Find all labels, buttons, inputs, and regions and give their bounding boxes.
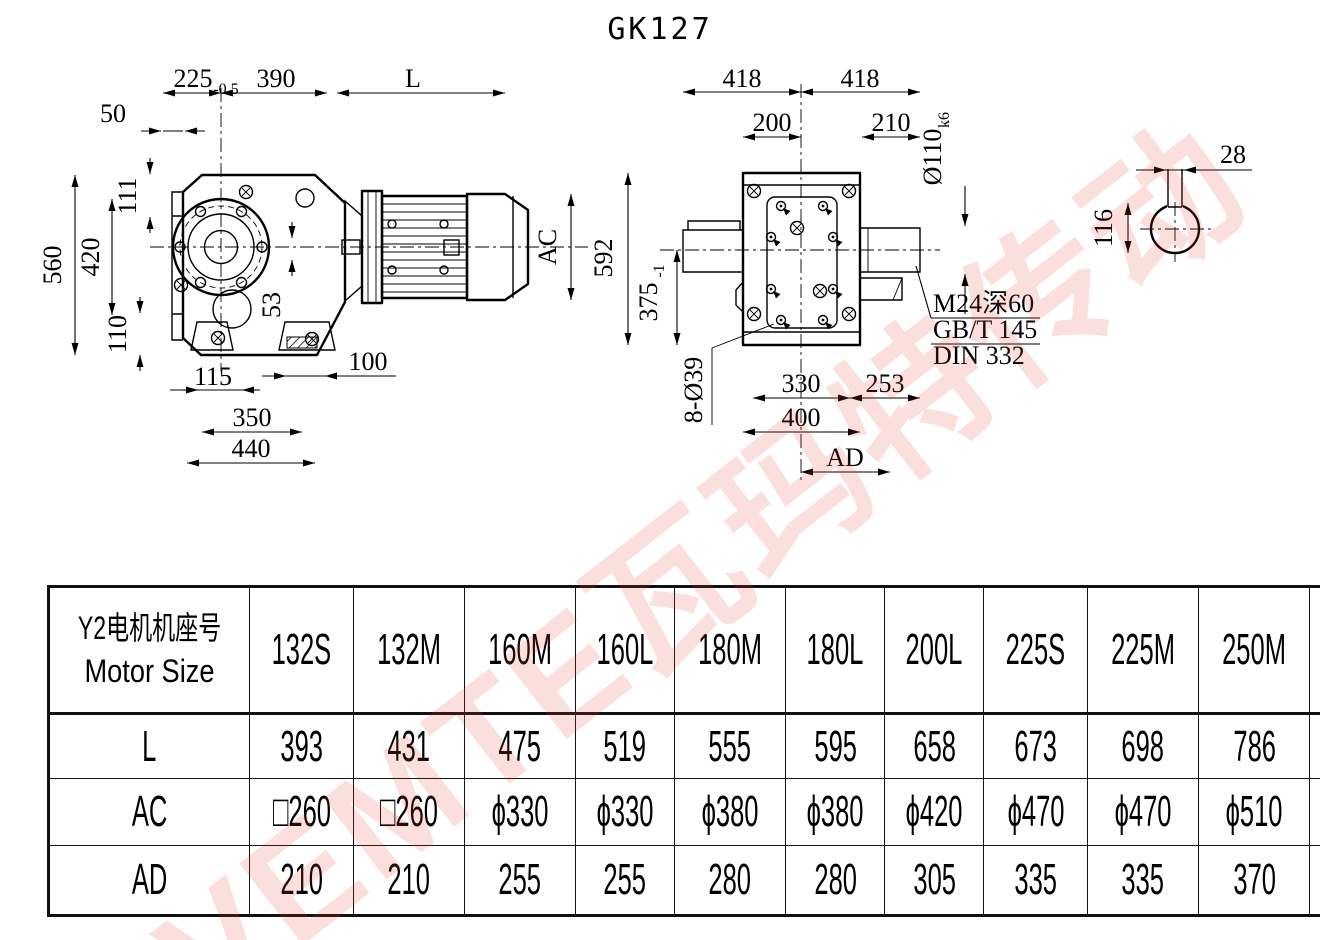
col-header: 160M <box>463 586 577 715</box>
cell: 555 <box>674 713 787 779</box>
cell: □260 <box>249 778 354 846</box>
cell: ϕ420 <box>884 778 985 846</box>
col-header: 132M <box>352 586 466 715</box>
cell: 673 <box>983 713 1089 779</box>
dim-418-left: 418 <box>723 64 762 93</box>
dim-440: 440 <box>232 434 271 463</box>
left-view-gearbox-motor: 225 -0.5 390 L 50 560 420 111 110 53 115… <box>38 64 588 467</box>
cell: ϕ530 <box>1309 778 1320 846</box>
dim-400: 400 <box>782 403 821 432</box>
col-header: 132S <box>249 586 354 715</box>
row-label: AC <box>47 778 251 846</box>
cell: 280 <box>785 845 886 916</box>
cell: ϕ470 <box>983 778 1089 846</box>
cell: 410 <box>1309 845 1320 916</box>
cell: 786 <box>1198 713 1311 779</box>
cell: 210 <box>352 845 466 916</box>
dim-350: 350 <box>233 403 272 432</box>
cell: 370 <box>1198 845 1311 916</box>
row-label: AD <box>47 845 251 916</box>
cell: 595 <box>785 713 886 779</box>
dim-375-tolerance: -1 <box>651 264 668 277</box>
col-header: 180M <box>674 586 787 715</box>
dim-418-right: 418 <box>841 64 880 93</box>
table-header-motor-size: Y2电机机座号 Motor Size <box>47 586 251 715</box>
cell: 393 <box>249 713 354 779</box>
cell: 280 <box>674 845 787 916</box>
note-tapped-hole: M24深60 <box>933 289 1034 318</box>
table-row-AC: AC □260 □260 ϕ330 ϕ330 ϕ380 ϕ380 ϕ420 ϕ4… <box>47 778 1320 846</box>
dim-bolt-holes: 8-Ø39 <box>679 357 708 423</box>
cell: 849 <box>1309 713 1320 779</box>
cell: ϕ380 <box>785 778 886 846</box>
cell: 255 <box>575 845 676 916</box>
dim-375: 375 <box>634 283 663 322</box>
col-header: 225M <box>1087 586 1200 715</box>
row-label: L <box>47 713 251 779</box>
dim-115: 115 <box>194 362 232 391</box>
drawing-title: GK127 <box>607 12 713 47</box>
dim-560: 560 <box>38 246 67 285</box>
motor-size-table: Y2电机机座号 Motor Size 132S 132M 160M 160L 1… <box>47 585 1320 917</box>
dim-253: 253 <box>866 369 905 398</box>
dim-390: 390 <box>257 64 296 93</box>
dim-200: 200 <box>753 108 792 137</box>
cell: ϕ330 <box>463 778 577 846</box>
table-row-AD: AD 210 210 255 255 280 280 305 335 335 3… <box>47 845 1320 916</box>
cell: 658 <box>884 713 985 779</box>
cell: 255 <box>463 845 577 916</box>
cell: □260 <box>352 778 466 846</box>
dim-28: 28 <box>1220 140 1246 169</box>
dim-330: 330 <box>782 369 821 398</box>
cell: ϕ330 <box>575 778 676 846</box>
technical-drawing: 225 -0.5 390 L 50 560 420 111 110 53 115… <box>38 64 1252 480</box>
note-din-332: DIN 332 <box>933 341 1025 370</box>
dim-210: 210 <box>872 108 911 137</box>
right-view-shaft-section: 28 116 <box>1089 140 1252 262</box>
cell: ϕ380 <box>674 778 787 846</box>
dim-100: 100 <box>349 347 388 376</box>
cell: 698 <box>1087 713 1200 779</box>
dim-225-tolerance: -0.5 <box>213 81 238 98</box>
col-header: 200L <box>884 586 985 715</box>
dim-420: 420 <box>76 238 105 277</box>
dim-111: 111 <box>113 177 142 214</box>
cell: ϕ510 <box>1198 778 1311 846</box>
dim-L: L <box>405 64 421 93</box>
dim-225: 225 <box>174 64 213 93</box>
col-header: 250M <box>1198 586 1311 715</box>
cell: 210 <box>249 845 354 916</box>
col-header: 280S <box>1309 586 1320 715</box>
cell: 475 <box>463 713 577 779</box>
dim-53: 53 <box>257 292 286 318</box>
table-row-L: L 393 431 475 519 555 595 658 673 698 78… <box>47 713 1320 779</box>
col-header: 180L <box>785 586 886 715</box>
dim-AD: AD <box>826 443 864 472</box>
dim-AC: AC <box>533 229 562 265</box>
cell: 519 <box>575 713 676 779</box>
middle-view-rear: 418 418 200 210 Ø110 k6 592 375 -1 8-Ø39… <box>589 64 1040 480</box>
cell: 335 <box>1087 845 1200 916</box>
cell: 305 <box>884 845 985 916</box>
dim-50: 50 <box>100 99 126 128</box>
cell: 335 <box>983 845 1089 916</box>
col-header: 225S <box>983 586 1089 715</box>
note-gbt-145: GB/T 145 <box>933 315 1037 344</box>
dim-592: 592 <box>589 239 618 278</box>
dim-110: 110 <box>103 315 132 353</box>
cell: ϕ470 <box>1087 778 1200 846</box>
dim-shaft-fit: k6 <box>936 112 953 128</box>
table-header-cn: Y2电机机座号 <box>77 609 222 646</box>
dim-116: 116 <box>1089 209 1118 247</box>
table-header-en: Motor Size <box>84 653 215 689</box>
dim-shaft-diameter: Ø110 <box>918 129 947 186</box>
table-header-row: Y2电机机座号 Motor Size 132S 132M 160M 160L 1… <box>47 586 1320 715</box>
col-header: 160L <box>575 586 676 715</box>
cell: 431 <box>352 713 466 779</box>
